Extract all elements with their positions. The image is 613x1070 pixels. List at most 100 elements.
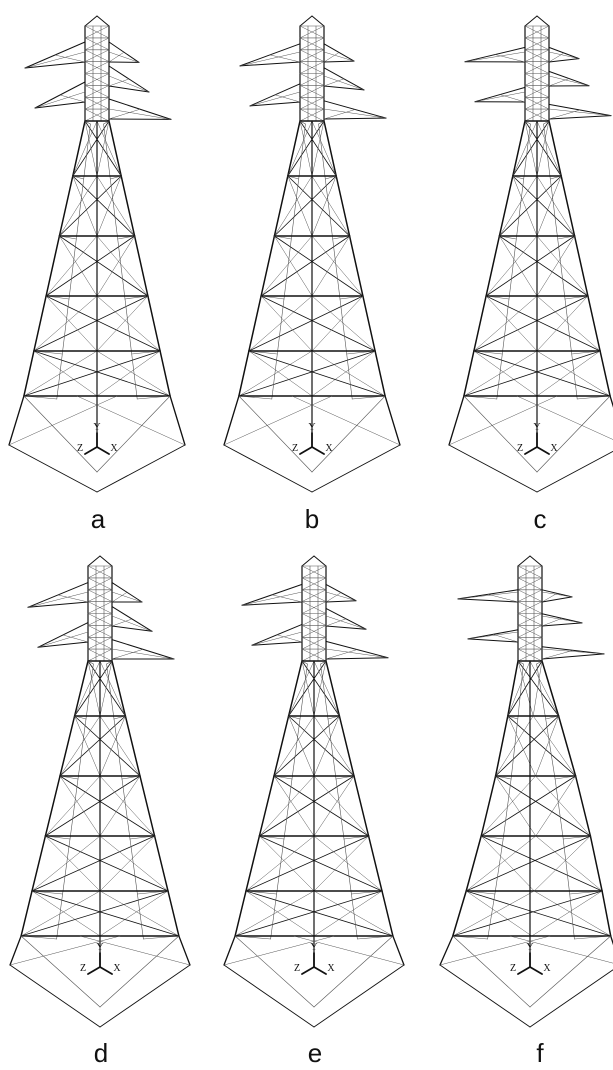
cross-arm-brace: [276, 634, 303, 643]
rear-belt: [84, 120, 91, 125]
axis-label-y: Y: [526, 942, 533, 953]
cage-diagonal: [84, 73, 110, 86]
main-leg: [73, 660, 89, 717]
rear-leg: [76, 178, 84, 240]
x-brace: [260, 235, 351, 297]
cross-arm-brace: [108, 108, 172, 120]
main-leg: [33, 295, 47, 352]
secondary-brace: [99, 715, 126, 777]
peak-member: [84, 15, 98, 27]
secondary-brace: [313, 835, 383, 892]
main-leg: [273, 715, 290, 777]
cross-arm-brace: [325, 618, 347, 627]
axis-z: [524, 446, 538, 455]
secondary-brace: [301, 660, 315, 717]
rear-leg: [335, 778, 345, 840]
base-brace: [448, 444, 538, 493]
base-brace: [23, 395, 98, 473]
main-leg: [44, 775, 61, 837]
base-brace: [79, 935, 191, 966]
cage-diagonal: [299, 49, 325, 62]
rear-belt: [45, 835, 71, 840]
main-leg: [381, 890, 394, 937]
cross-arm-brace: [323, 52, 340, 63]
secondary-brace: [485, 295, 538, 352]
secondary-brace: [463, 350, 538, 397]
cage-diagonal: [517, 637, 543, 650]
main-leg: [512, 120, 526, 177]
cage-diagonal: [87, 601, 113, 614]
cage-diagonal: [524, 97, 550, 110]
rear-belt: [543, 120, 550, 125]
secondary-brace: [96, 235, 135, 297]
cross-arm-brace: [541, 615, 583, 624]
cross-arm-brace: [548, 78, 570, 87]
cross-arm-brace: [271, 594, 303, 603]
cross-arm-brace: [62, 634, 89, 643]
cross-arm-brace: [24, 51, 86, 69]
rear-leg: [103, 123, 111, 180]
base-brace: [529, 969, 613, 1028]
cross-arm-lower: [239, 61, 301, 67]
rear-belt: [137, 890, 169, 895]
axis-x: [96, 446, 110, 455]
base-brace: [223, 964, 315, 1028]
cage-diagonal: [517, 565, 543, 579]
main-leg: [473, 295, 487, 352]
secondary-brace: [96, 175, 135, 237]
x-brace: [473, 295, 589, 352]
main-leg: [159, 350, 171, 397]
rear-belt: [45, 295, 70, 300]
cage-diagonal: [84, 85, 110, 98]
rear-leg: [508, 238, 517, 300]
secondary-brace: [45, 295, 98, 352]
axis-x: [311, 446, 325, 455]
rear-belt: [245, 890, 277, 895]
rear-leg: [283, 238, 292, 300]
secondary-brace: [96, 350, 171, 397]
axis-label-y: Y: [96, 942, 103, 953]
rear-belt: [327, 715, 340, 720]
main-leg: [353, 775, 370, 837]
rear-belt: [517, 660, 524, 665]
secondary-brace: [465, 835, 537, 892]
secondary-brace: [99, 890, 169, 937]
base-brace: [223, 444, 313, 493]
cage-diagonal: [517, 613, 543, 626]
secondary-brace: [74, 660, 101, 717]
foot-leg: [223, 935, 236, 966]
main-leg: [133, 235, 149, 297]
cross-arm-brace: [464, 51, 526, 62]
x-brace: [498, 235, 589, 297]
cross-arm-brace: [541, 648, 605, 655]
cross-arm-brace: [323, 78, 345, 87]
main-leg: [238, 350, 250, 397]
secondary-brace: [536, 120, 550, 177]
cross-arm-brace: [548, 75, 590, 86]
secondary-brace: [273, 715, 315, 777]
x-brace: [59, 175, 122, 237]
main-leg: [463, 350, 475, 397]
main-leg: [323, 120, 337, 177]
main-leg: [20, 890, 33, 937]
secondary-brace: [313, 660, 327, 717]
rear-belt: [351, 890, 383, 895]
main-leg: [108, 120, 122, 177]
cross-arm-brace: [54, 54, 86, 63]
secondary-brace: [536, 295, 589, 352]
x-brace: [45, 295, 161, 352]
secondary-brace: [31, 890, 101, 937]
cross-arm-lower: [548, 115, 612, 120]
secondary-brace: [74, 715, 101, 777]
cross-arm-brace: [269, 54, 301, 63]
axis-z: [301, 966, 315, 975]
x-brace: [273, 715, 340, 777]
peak-member: [96, 15, 110, 27]
cross-arm-brace: [274, 94, 301, 103]
secondary-brace: [260, 295, 313, 352]
cage-diagonal: [524, 37, 550, 51]
cross-arm-brace: [241, 591, 303, 606]
secondary-brace: [96, 120, 122, 177]
main-leg: [480, 775, 497, 837]
main-leg: [362, 295, 376, 352]
